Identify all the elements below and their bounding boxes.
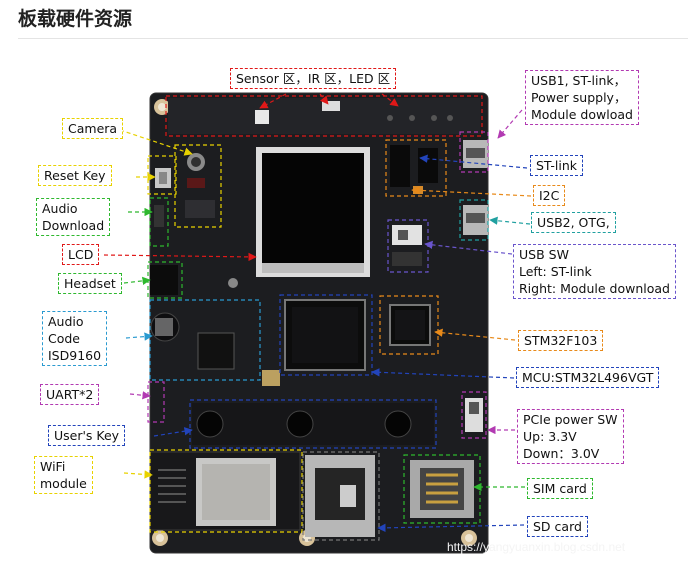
isd9160-chip	[197, 332, 235, 370]
label-stm32f103: STM32F103	[518, 330, 604, 351]
user-key-zone-box	[189, 399, 437, 449]
i2c-zone-box	[385, 139, 447, 197]
user-key	[196, 410, 224, 438]
label-mcu: MCU:STM32L496VGT	[516, 367, 660, 388]
uart-zone-box	[147, 381, 165, 423]
label-lcd: LCD	[62, 244, 100, 265]
label-usb2-otg: USB2, OTG,	[531, 212, 616, 233]
stm32f103-zone-box	[379, 295, 439, 355]
label-sim-card: SIM card	[527, 478, 593, 499]
label-i2c: I2C	[533, 185, 566, 206]
lcd-screen	[262, 153, 364, 263]
mcu-zone-box	[279, 294, 373, 376]
headset-jack	[150, 265, 178, 295]
label-reset-key: Reset Key	[38, 165, 112, 186]
label-user-key: User's Key	[48, 425, 126, 446]
user-key	[286, 410, 314, 438]
label-camera: Camera	[62, 118, 124, 139]
label-headset: Headset	[58, 273, 122, 294]
label-uart: UART*2	[40, 384, 100, 405]
user-key	[384, 410, 412, 438]
label-sensor-zone: Sensor 区，IR 区，LED 区	[230, 68, 397, 89]
page-title: 板载硬件资源	[18, 8, 133, 30]
wifi-zone-box	[149, 449, 303, 533]
label-st-link: ST-link	[530, 155, 584, 176]
watermark-text: https://yangyuanxin.blog.csdn.net	[447, 540, 626, 554]
title-divider	[18, 38, 688, 39]
usb1-zone-box	[459, 131, 489, 173]
camera-zone-box	[174, 144, 222, 228]
label-usb1: USB1, ST-link，Power supply，Module dowloa…	[525, 70, 639, 125]
label-sd-card: SD card	[527, 516, 588, 537]
sim-zone-box	[403, 454, 481, 524]
sd-zone-box	[302, 451, 380, 541]
audio-download-zone-box	[149, 197, 169, 247]
usb2-zone-box	[459, 199, 489, 241]
